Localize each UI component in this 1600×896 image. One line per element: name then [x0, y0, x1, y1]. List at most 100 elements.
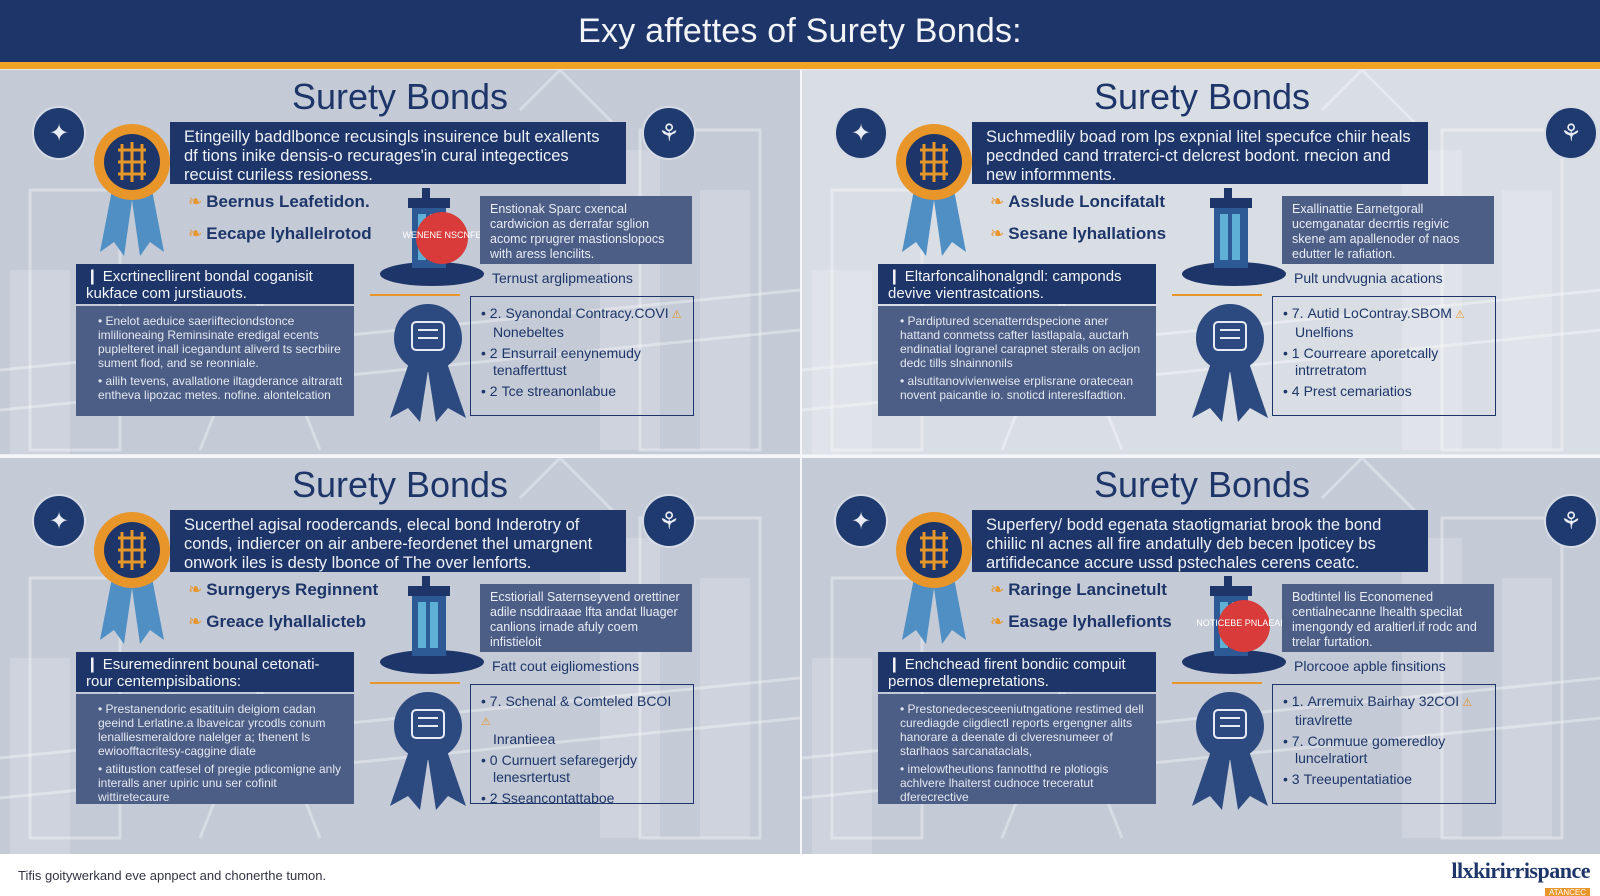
- sub-label: ❧Asslude Loncifatalt: [990, 192, 1166, 212]
- medal-icon: [94, 512, 170, 644]
- logo-subtext: ATANCEC: [1544, 888, 1590, 896]
- info-panel-4: Surety Bonds ✦ ⚘ Superfery/ bodd egenata…: [802, 458, 1600, 854]
- shield-icon: ⚘: [642, 494, 696, 548]
- numbered-list: • 7.Schenal & Comteled BCOI ⚠Inrantieea•…: [470, 684, 694, 807]
- list-text: Sseancontattaboe: [501, 790, 615, 806]
- side-info-box: Bodtintel lis Economened centialnecanne …: [1282, 584, 1494, 652]
- intro-text: Etingeilly baddlbonce recusingls insuire…: [170, 122, 626, 184]
- sub-label-text: Greace lyhallalicteb: [206, 612, 366, 631]
- info-panel-1: Surety Bonds ✦ ⚘ Etingeilly baddlbonce r…: [0, 70, 800, 454]
- list-text: Autid LoContray.SBOM: [1307, 305, 1452, 321]
- list-subtext: Unelfions: [1295, 324, 1354, 340]
- side-info-box: Ecstioriall Saternseyvend orettiner adil…: [480, 584, 692, 652]
- list-text: Tce streanonlabue: [501, 383, 616, 399]
- intro-text: Superfery/ bodd egenata staotigmariat br…: [972, 510, 1428, 572]
- intro-text: Sucerthel agisal roodercands, elecal bon…: [170, 510, 626, 572]
- body-paragraph: • atiitustion catfesel of pregie pdicomi…: [98, 762, 342, 804]
- page-title: Exy affettes of Surety Bonds:: [578, 11, 1022, 50]
- list-subtext: luncelratiort: [1295, 750, 1368, 766]
- list-text: Prest cemariatios: [1303, 383, 1412, 399]
- left-heading-box: ❙ Esuremedinrent bounal cetonati- rour c…: [76, 652, 354, 692]
- list-number: • 4: [1283, 383, 1300, 399]
- sub-label-text: Raringe Lancinetult: [1008, 580, 1167, 599]
- vertical-divider: [800, 70, 802, 856]
- sub-label: ❧Sesane lyhallations: [990, 224, 1166, 244]
- sub-label-text: Beernus Leafetidon.: [206, 192, 370, 211]
- left-heading-box: ❙ Enchchead firent bondiic compuit perno…: [878, 652, 1156, 692]
- list-number: • 2: [481, 345, 498, 361]
- seal-ribbon-icon: [1192, 304, 1268, 422]
- footer-text: Tifis goitywerkand eve apnpect and chone…: [18, 868, 327, 883]
- tower-illustration: NOTICEBE PNLAEALD: [1182, 576, 1292, 674]
- header-bar: Exy affettes of Surety Bonds:: [0, 0, 1600, 62]
- medal-icon: [896, 124, 972, 256]
- list-number: • 1.: [1283, 693, 1304, 709]
- info-panel-2: Surety Bonds ✦ ⚘ Suchmedlily boad rom lp…: [802, 70, 1600, 454]
- list-text: Arremuix Bairhay 32COI: [1307, 693, 1460, 709]
- list-subtext: Nonebeltes: [493, 324, 564, 340]
- accent-underline: [1172, 294, 1262, 296]
- side-caption: Ternust arglipmeations: [492, 270, 633, 286]
- leaf-bullet-icon: ❧: [188, 192, 203, 211]
- medal-icon: [896, 512, 972, 644]
- list-number: • 2: [481, 383, 498, 399]
- panel-title: Surety Bonds: [1093, 76, 1311, 117]
- list-text: Curnuert sefaregerjdy: [501, 752, 637, 768]
- bird-icon: ✦: [834, 494, 888, 548]
- accent-underline: [370, 294, 460, 296]
- body-paragraph: • alsutitanovivienweise erplisrane orate…: [900, 374, 1133, 402]
- sub-label-text: Eecape lyhallelrotod: [206, 224, 372, 243]
- tower-illustration: [1182, 188, 1286, 286]
- sub-labels: ❧Beernus Leafetidon.❧Eecape lyhallelroto…: [188, 192, 372, 256]
- sub-label: ❧Raringe Lancinetult: [990, 580, 1172, 600]
- list-text: Ensurrail eenynemudy: [501, 345, 641, 361]
- horizontal-divider: [0, 455, 1600, 458]
- leaf-bullet-icon: ❧: [990, 580, 1005, 599]
- sub-labels: ❧Asslude Loncifatalt ❧Sesane lyhallations: [990, 192, 1166, 256]
- seal-ribbon-icon: [390, 304, 466, 422]
- list-number: • 3: [1283, 771, 1300, 787]
- panel-title: Surety Bonds: [291, 464, 509, 505]
- seal-ribbon-icon: [390, 692, 466, 810]
- body-paragraph: • imelowtheutions fannotthd re plotiogis…: [900, 762, 1109, 804]
- sub-label-text: Surngerys Reginnent: [206, 580, 379, 599]
- tower-illustration: [380, 576, 484, 674]
- bird-icon: ✦: [32, 106, 86, 160]
- tower-seal-text: WENENE NSCNFE: [402, 230, 481, 240]
- sub-label-text: Easage lyhallefionts: [1008, 612, 1172, 631]
- list-number: • 7.: [481, 693, 502, 709]
- left-heading-box: ❙ Eltarfoncalihonalgndl: camponds devive…: [878, 264, 1156, 304]
- leaf-bullet-icon: ❧: [188, 224, 203, 243]
- left-body-box: • Prestonedecesceeniutngatione restimed …: [878, 694, 1156, 804]
- bird-icon: ✦: [32, 494, 86, 548]
- warning-icon: ⚠: [1459, 697, 1473, 709]
- warning-icon: ⚠: [481, 716, 491, 728]
- numbered-list: • 1.Arremuix Bairhay 32COI ⚠tiravlrette•…: [1272, 684, 1496, 804]
- sub-label: ❧Surngerys Reginnent: [188, 580, 378, 600]
- left-body-box: • Enelot aeduice saeriifteciondstonce im…: [76, 306, 354, 416]
- list-item: • 2.Syanondal Contracy.COVI ⚠Nonebeltes: [481, 305, 683, 341]
- tower-illustration: WENENE NSCNFE: [380, 188, 484, 286]
- body-paragraph: • Prestonedecesceeniutngatione restimed …: [900, 702, 1144, 758]
- leaf-bullet-icon: ❧: [990, 192, 1005, 211]
- tower-seal-text: NOTICEBE PNLAEALD: [1196, 618, 1292, 628]
- list-text: Courreare aporetcally: [1303, 345, 1439, 361]
- list-number: • 2: [481, 790, 498, 806]
- list-text: Schenal & Comteled BCOI: [505, 693, 672, 709]
- list-text: Treeupentatiatioe: [1303, 771, 1413, 787]
- sub-label: ❧Greace lyhallalicteb: [188, 612, 378, 632]
- accent-underline: [370, 682, 460, 684]
- logo-wordmark: llxkirirrispance: [1451, 858, 1590, 883]
- left-body-box: • Pardiptured scenatterrdspecione aner h…: [878, 306, 1156, 416]
- panel-title: Surety Bonds: [1093, 464, 1311, 505]
- list-text: Conmuue gomeredloy: [1307, 733, 1446, 749]
- shield-icon: ⚘: [1544, 106, 1598, 160]
- sub-labels: ❧Surngerys Reginnent ❧Greace lyhallalicte…: [188, 580, 378, 644]
- side-info-box: Exallinattie Earnetgorall ucemganatar de…: [1282, 196, 1494, 264]
